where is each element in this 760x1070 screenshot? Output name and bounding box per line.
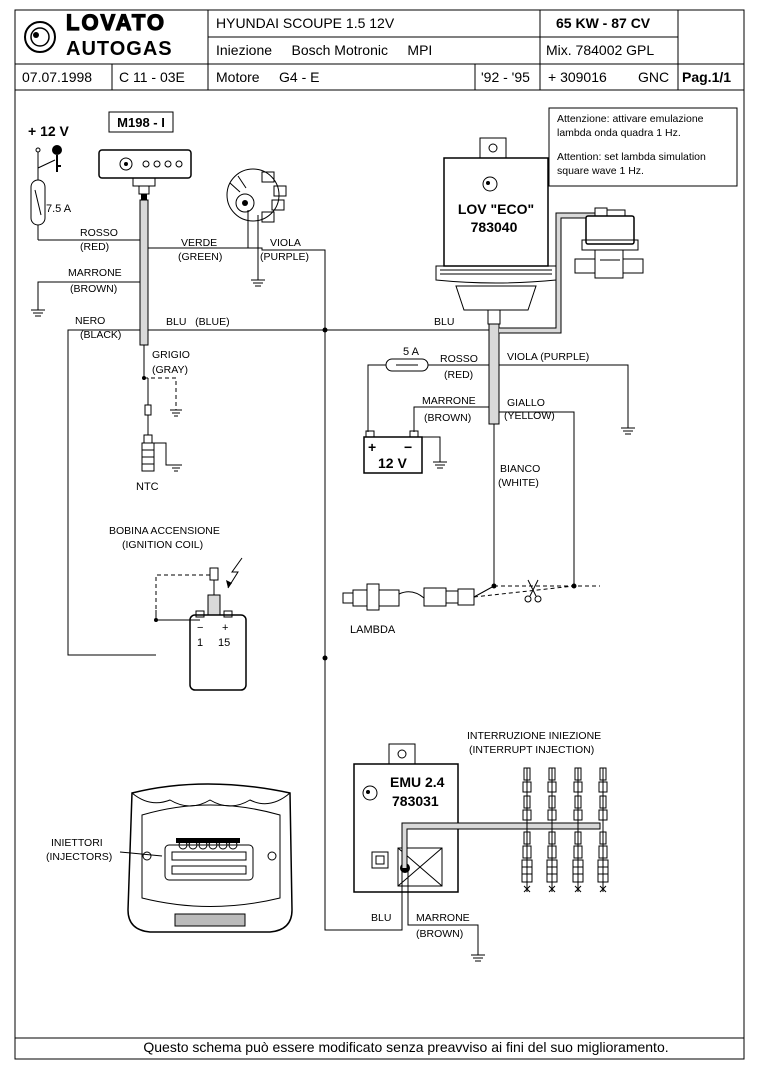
- fuse-5a: 5 A: [385, 346, 429, 372]
- svg-text:NTC: NTC: [136, 481, 159, 493]
- svg-text:BLU: BLU: [434, 316, 454, 328]
- brand-bottom: AUTOGAS: [66, 38, 173, 60]
- lovato-logo: LOVATO AUTOGAS: [24, 9, 173, 60]
- svg-text:LAMBDA: LAMBDA: [350, 624, 396, 636]
- title-block: [14, 9, 745, 1060]
- injector-connector-4: [597, 767, 609, 893]
- lov-harness: [488, 323, 500, 425]
- diagram-date: 07.07.1998: [22, 69, 92, 85]
- svg-text:1: 1: [197, 637, 203, 649]
- svg-text:NERO: NERO: [75, 315, 105, 327]
- svg-text:+: +: [368, 439, 376, 455]
- lambda-sensor: LAMBDA: [342, 583, 575, 636]
- svg-text:MARRONE: MARRONE: [68, 267, 122, 279]
- svg-text:(BROWN): (BROWN): [70, 283, 117, 295]
- lov-eco-ecu: LOV "ECO" 783040: [435, 137, 557, 325]
- fuse-7-5a: 7.5 A: [30, 168, 72, 240]
- svg-text:INTERRUZIONE INIEZIONE: INTERRUZIONE INIEZIONE: [467, 730, 601, 742]
- svg-text:(BROWN): (BROWN): [424, 412, 471, 424]
- svg-text:lambda onda quadra 1 Hz.: lambda onda quadra 1 Hz.: [557, 127, 681, 139]
- brand-top: LOVATO: [66, 10, 166, 35]
- svg-text:(BROWN): (BROWN): [416, 928, 463, 940]
- svg-text:15: 15: [218, 637, 230, 649]
- ignition-coil: − + 1 15: [155, 567, 247, 691]
- svg-text:(INJECTORS): (INJECTORS): [46, 851, 112, 863]
- svg-text:7.5 A: 7.5 A: [46, 203, 72, 215]
- svg-text:BLU: BLU: [371, 912, 391, 924]
- svg-text:BLU (BLUE): BLU (BLUE): [166, 316, 230, 328]
- injector-connector-3: [572, 767, 584, 893]
- svg-text:783031: 783031: [392, 793, 439, 809]
- svg-text:(IGNITION COIL): (IGNITION COIL): [122, 539, 203, 551]
- battery: + − 12 V: [363, 430, 423, 474]
- svg-text:(WHITE): (WHITE): [498, 477, 539, 489]
- svg-text:GRIGIO: GRIGIO: [152, 349, 190, 361]
- key-icon: [35, 145, 62, 172]
- injector-connectors: [521, 767, 609, 893]
- svg-text:MARRONE: MARRONE: [422, 395, 476, 407]
- svg-text:(YELLOW): (YELLOW): [504, 410, 555, 422]
- mixer-code: Mix. 784002 GPL: [546, 42, 654, 58]
- scissors-icon: [524, 579, 542, 603]
- engine-block: [127, 783, 293, 933]
- svg-text:GIALLO: GIALLO: [507, 397, 545, 409]
- m198-harness: [139, 199, 149, 346]
- injector-connector-2: [546, 767, 558, 893]
- ground-distributor: [251, 245, 265, 287]
- svg-text:ROSSO: ROSSO: [80, 227, 118, 239]
- lambda-emulator-connector: [574, 207, 644, 279]
- svg-text:Attention: set lambda simulati: Attention: set lambda simulation: [557, 151, 706, 163]
- svg-text:(GREEN): (GREEN): [178, 251, 222, 263]
- svg-text:(RED): (RED): [444, 369, 473, 381]
- svg-text:BIANCO: BIANCO: [500, 463, 540, 475]
- svg-text:(PURPLE): (PURPLE): [260, 251, 309, 263]
- svg-text:783040: 783040: [471, 219, 518, 235]
- engine-code: Motore G4 - E: [216, 69, 319, 85]
- svg-text:(RED): (RED): [80, 241, 109, 253]
- footer-disclaimer: Questo schema può essere modificato senz…: [143, 1039, 668, 1055]
- page-number: Pag.1/1: [682, 69, 731, 85]
- lightning-icon: [226, 557, 243, 589]
- svg-text:5 A: 5 A: [403, 346, 420, 358]
- plus-12v-label: + 12 V: [28, 123, 70, 139]
- injector-connector-1: [521, 767, 533, 893]
- svg-text:LOV "ECO": LOV "ECO": [458, 201, 534, 217]
- svg-text:VIOLA: VIOLA: [270, 237, 301, 249]
- notice-box: Attenzione: attivare emulazione lambda o…: [548, 107, 738, 187]
- svg-text:VIOLA (PURPLE): VIOLA (PURPLE): [507, 351, 589, 363]
- svg-text:(INTERRUPT INJECTION): (INTERRUPT INJECTION): [469, 744, 594, 756]
- svg-text:Attenzione: attivare emulazion: Attenzione: attivare emulazione: [557, 113, 704, 125]
- svg-text:EMU 2.4: EMU 2.4: [390, 774, 445, 790]
- m198-module: M198 - I: [98, 111, 192, 200]
- injection-system: Iniezione Bosch Motronic MPI: [216, 42, 432, 58]
- svg-text:−: −: [197, 622, 203, 634]
- engine-power: 65 KW - 87 CV: [556, 15, 651, 31]
- diagram-code: C 11 - 03E: [119, 69, 185, 85]
- fuel-type: GNC: [638, 69, 669, 85]
- svg-text:M198 - I: M198 - I: [117, 115, 165, 130]
- svg-text:INIETTORI: INIETTORI: [51, 837, 103, 849]
- model-years: '92 - '95: [481, 69, 530, 85]
- svg-text:(GRAY): (GRAY): [152, 364, 188, 376]
- svg-text:VERDE: VERDE: [181, 237, 217, 249]
- svg-text:square wave 1 Hz.: square wave 1 Hz.: [557, 165, 644, 177]
- svg-text:MARRONE: MARRONE: [416, 912, 470, 924]
- svg-text:+: +: [222, 622, 228, 634]
- distributor-icon: [226, 168, 287, 245]
- svg-text:ROSSO: ROSSO: [440, 353, 478, 365]
- svg-text:12 V: 12 V: [378, 455, 407, 471]
- part-number: + 309016: [548, 69, 607, 85]
- svg-text:BOBINA ACCENSIONE: BOBINA ACCENSIONE: [109, 525, 220, 537]
- ntc-sensor: NTC: [136, 378, 159, 493]
- vehicle-model: HYUNDAI SCOUPE 1.5 12V: [216, 15, 395, 31]
- svg-text:(BLACK): (BLACK): [80, 329, 121, 341]
- svg-text:−: −: [404, 439, 412, 455]
- emu-module: EMU 2.4 783031: [353, 743, 459, 893]
